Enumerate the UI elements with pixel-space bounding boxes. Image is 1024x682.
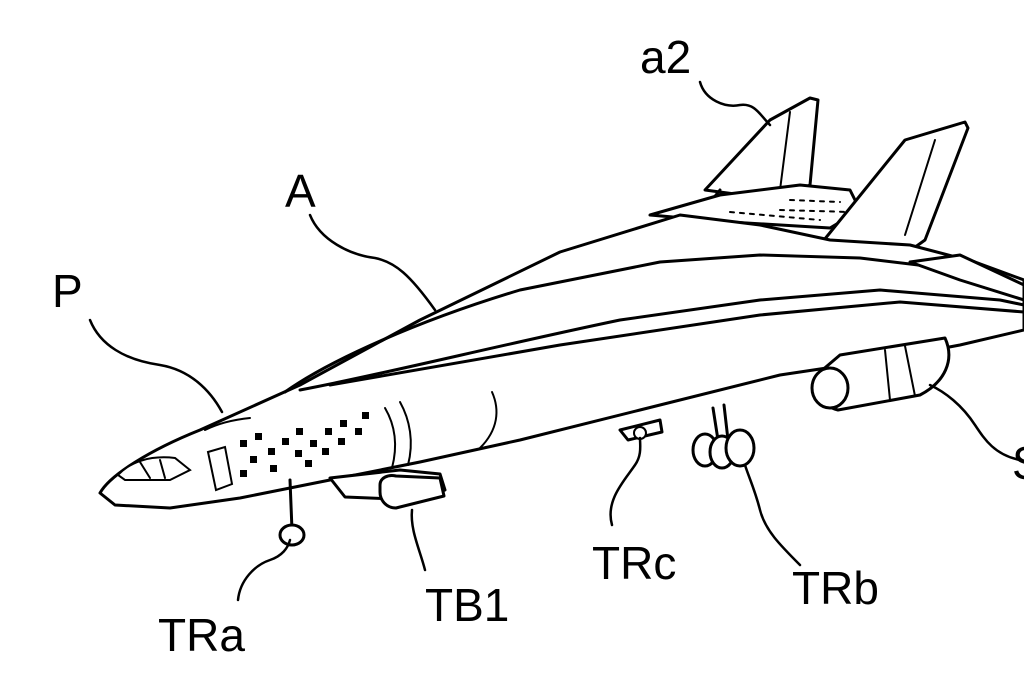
label-TRb: TRb [792,562,879,614]
cabin-door [384,391,498,469]
label-a2: a2 [640,31,692,83]
leader-A [308,213,437,312]
leader-a2 [698,80,772,127]
label-A: A [285,165,316,217]
leader-TRc [609,436,642,527]
leader-S [928,383,1022,462]
leader-TRb [743,463,802,567]
near-wing [908,253,1024,302]
label-P: P [52,265,83,317]
front-landing-gear [278,478,306,547]
label-S: S [1012,440,1024,486]
label-TB1: TB1 [425,579,510,631]
leader-TRa [236,538,292,602]
engine-nacelle [810,336,951,412]
leader-P [88,318,224,414]
belly-pod [328,468,447,510]
leader-TB1 [410,508,427,572]
cockpit [116,445,234,492]
leader-lines [88,80,1022,602]
cabin-windows [240,412,369,477]
middle-landing-gear [618,418,664,442]
label-TRa: TRa [158,609,245,661]
main-landing-gear [691,403,756,470]
label-TRc: TRc [592,537,677,589]
